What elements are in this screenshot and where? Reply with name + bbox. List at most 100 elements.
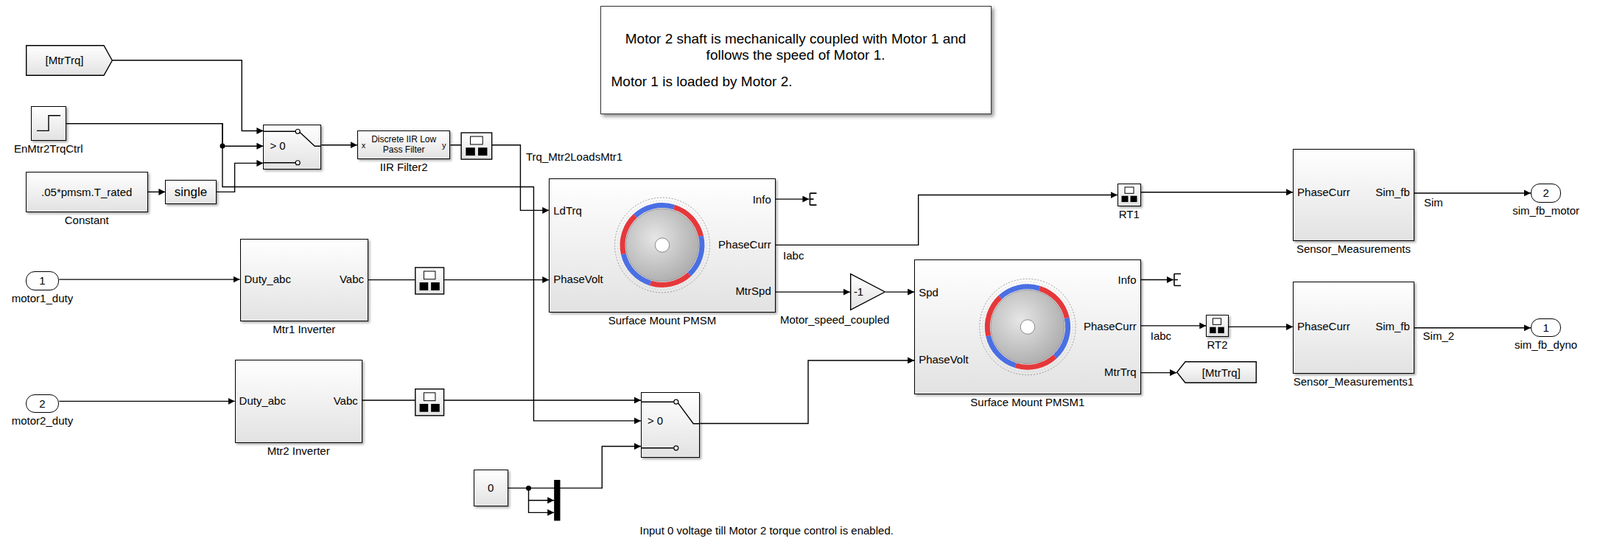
- block-name: motor2_duty: [11, 413, 73, 427]
- signal-name: Iabc: [1149, 329, 1173, 342]
- signal-wire: [528, 487, 555, 512]
- stator-outline: [979, 278, 1076, 375]
- port-label: Duty_abc: [239, 394, 286, 408]
- outport: 1sim_fb_dyno: [1530, 318, 1562, 337]
- signal-wire: [528, 499, 555, 501]
- text-area: 1: [1531, 318, 1561, 336]
- block-text: Discrete IIR Low Pass Filter: [369, 134, 439, 156]
- shaft: [1020, 319, 1035, 335]
- signal-line: [58, 278, 240, 280]
- block-text: .05*pmsm.T_rated: [41, 185, 132, 199]
- switch-contact: [674, 445, 679, 451]
- switch-contact: [296, 128, 301, 134]
- text-area: Motor 2 shaft is mechanically coupled wi…: [601, 6, 991, 114]
- rate-transition-symbol: [1209, 326, 1216, 333]
- block-text: Motor 2 shaft is mechanically coupled wi…: [611, 30, 981, 64]
- signal-line: [321, 144, 357, 146]
- junction-dot: [219, 143, 225, 149]
- block-name: Sensor_Measurements: [1296, 242, 1411, 255]
- tag-shape: [25, 45, 112, 76]
- signal-wire: [1141, 279, 1174, 280]
- text-area: 2: [1531, 184, 1561, 202]
- stator-outline: [618, 200, 708, 290]
- block-name: Surface Mount PMSM1: [970, 395, 1085, 409]
- port-label: > 0: [269, 139, 286, 153]
- block-name: IIR Filter2: [380, 160, 428, 174]
- rotor: [626, 208, 700, 282]
- port-label: Sim_fb: [1375, 185, 1410, 199]
- block-name: RT2: [1206, 338, 1228, 351]
- port-label: Info: [1118, 274, 1137, 287]
- inport: 1motor1_duty: [25, 271, 60, 290]
- text-area: Discrete IIR Low Pass Filter: [358, 131, 451, 159]
- subsystem-block: PhaseCurrSim_fbSensor_Measurements1: [1292, 281, 1415, 374]
- switch-block: > 0: [262, 124, 322, 170]
- rate-transition-symbol: [419, 403, 429, 412]
- port-label: Vabc: [339, 272, 364, 286]
- block-text: 1: [39, 274, 45, 287]
- signal-name: Iabc: [781, 248, 806, 262]
- step-symbol: [36, 115, 60, 132]
- junction-dot: [525, 485, 532, 491]
- rate-transition-symbol: [423, 271, 436, 280]
- block-name: sim_fb_motor: [1512, 204, 1580, 217]
- tag-shape: [1177, 361, 1257, 384]
- block-text: [MtrTrq]: [1202, 366, 1241, 379]
- port-label: Vabc: [333, 394, 359, 408]
- block-name: Sensor_Measurements1: [1293, 374, 1414, 388]
- switch-block: > 0: [640, 391, 700, 458]
- block-text: 2: [39, 397, 45, 410]
- signal-line: [1414, 327, 1531, 328]
- rate-transition-symbol: [430, 403, 440, 412]
- annotation-box: Motor 2 shaft is mechanically coupled wi…: [600, 5, 992, 115]
- rate-transition-symbol: [423, 392, 436, 401]
- block-icon: [1118, 184, 1141, 205]
- block-icon: [1206, 315, 1228, 336]
- block-name: Constant: [64, 213, 110, 227]
- text-area: [MtrTrq]: [25, 44, 113, 76]
- port-label: x: [361, 139, 367, 150]
- signal-line: [1228, 326, 1293, 328]
- rate-transition-box: [415, 267, 445, 294]
- rate-transition-symbol: [478, 147, 487, 156]
- text-area: [1206, 315, 1228, 336]
- block-text: Motor 1 is loaded by Motor 2.: [611, 73, 981, 90]
- port-label: MtrSpd: [735, 285, 771, 298]
- signal-line: [368, 279, 549, 280]
- signal-line: [216, 162, 264, 192]
- rate-transition-box: [415, 388, 445, 416]
- rate-transition-block: [415, 388, 445, 416]
- signal-line: [362, 399, 641, 400]
- signal-line: [66, 123, 263, 147]
- port-label: PhaseCurr: [1083, 320, 1137, 333]
- block-icon: [31, 106, 66, 140]
- motor-icon: [979, 278, 1076, 375]
- mux-block: [553, 479, 560, 521]
- text-area: single: [165, 180, 216, 204]
- iir-filter-block: Discrete IIR Low Pass FilterxyIIR Filter…: [357, 130, 451, 160]
- annotation-text: Input 0 voltage till Motor 2 torque cont…: [640, 523, 894, 537]
- connector-group: [58, 60, 1531, 488]
- rate-transition-symbol: [1130, 195, 1137, 202]
- signal-line: [508, 445, 641, 488]
- block-text: single: [174, 184, 207, 200]
- signal-name: Trq_Mtr2LoadsMtr1: [524, 150, 624, 163]
- text-area: 1: [26, 271, 59, 289]
- signal-line: [58, 400, 235, 402]
- from-tag: [MtrTrq]: [25, 44, 113, 76]
- signal-line: [1414, 192, 1531, 194]
- block-name: Mtr2 Inverter: [267, 444, 331, 457]
- switch-symbol: [263, 131, 321, 163]
- inverter-subsystem: Duty_abcVabcMtr2 Inverter: [234, 359, 363, 444]
- rate-transition: RT1: [1117, 183, 1142, 206]
- rate-transition-symbol: [1124, 187, 1134, 194]
- terminator-symbol: [809, 193, 817, 205]
- rate-transition-symbol: [1121, 195, 1128, 202]
- block-name: EnMtr2TrqCtrl: [13, 142, 84, 155]
- port-label: PhaseCurr: [718, 238, 772, 252]
- pmsm-block: SpdPhaseVoltInfoPhaseCurrMtrTrqSurface M…: [914, 259, 1142, 395]
- signal-line: [885, 290, 915, 292]
- text-area: [31, 106, 66, 140]
- text-area: 2: [26, 394, 59, 412]
